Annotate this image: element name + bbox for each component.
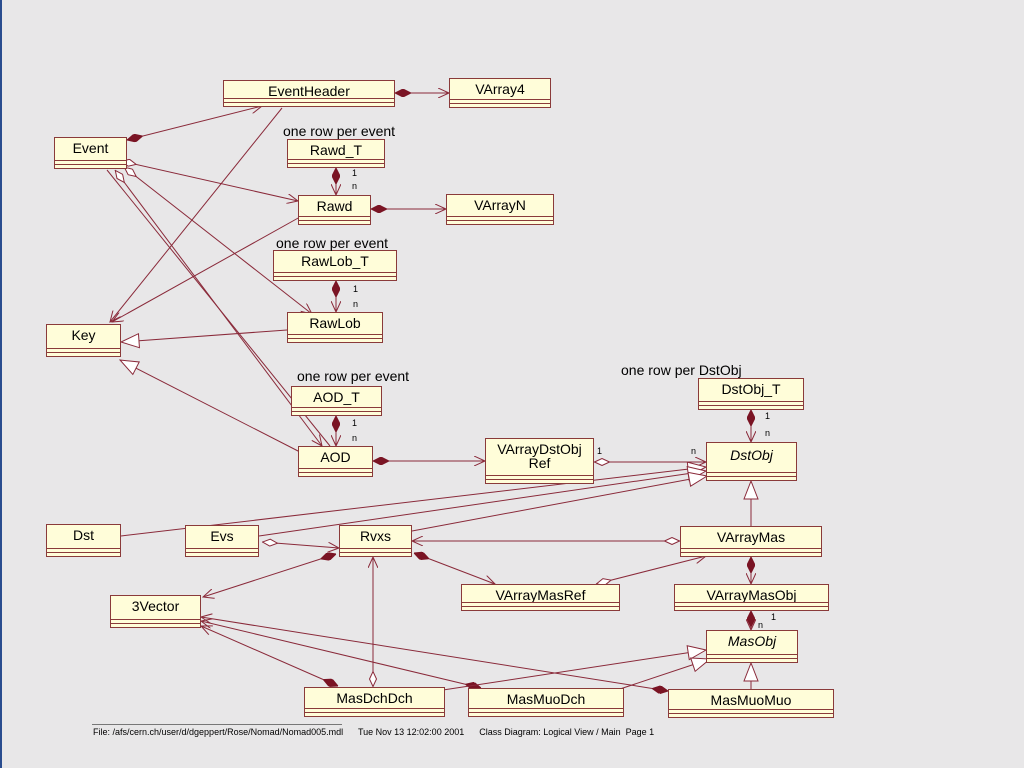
multiplicity-masobj-many: n	[758, 620, 764, 630]
multiplicity-rawlob-many: n	[353, 299, 359, 309]
class-rawd-t[interactable]: Rawd_T	[287, 139, 385, 168]
class-name: Rvxs	[359, 528, 392, 544]
class-name: Dst	[73, 527, 94, 543]
class-name: Event	[72, 140, 109, 156]
multiplicity-varraydstobjref-one: 1	[597, 446, 603, 456]
class-masdchdch[interactable]: MasDchDch	[304, 687, 445, 717]
class-name: MasDchDch	[336, 690, 413, 706]
link-dst-dstobj	[120, 467, 706, 537]
class-name: Rawd	[316, 198, 353, 214]
class-name: MasMuoDch	[506, 691, 586, 707]
link-masmuodch-masobj	[619, 659, 710, 690]
footer-file: File: /afs/cern.ch/user/d/dgeppert/Rose/…	[93, 727, 344, 737]
link-masmuomuo-3vector	[201, 617, 668, 691]
class-varraymas[interactable]: VArrayMas	[680, 526, 822, 557]
link-event-eventheader	[127, 106, 262, 140]
link-eventheader-key	[110, 107, 283, 322]
class-name: VArrayMasObj	[706, 587, 797, 603]
note-aod: one row per event	[297, 368, 410, 384]
class-varraydstobjref[interactable]: VArrayDstObjRef	[485, 438, 594, 484]
class-name: MasObj	[727, 633, 777, 649]
class-name: VArrayMasRef	[495, 587, 586, 603]
class-name: AOD	[320, 449, 351, 465]
class-name: EventHeader	[268, 83, 350, 99]
footer-date: Tue Nov 13 12:02:00 2001	[357, 727, 465, 737]
multiplicity-rawd-one: 1	[352, 168, 358, 178]
class-varrayn[interactable]: VArrayN	[446, 194, 554, 225]
multiplicity-aod-many: n	[352, 433, 358, 443]
class-masmuodch[interactable]: MasMuoDch	[468, 688, 624, 717]
class-name: MasMuoMuo	[710, 692, 792, 708]
class-dst[interactable]: Dst	[46, 524, 121, 557]
footer-rule	[92, 724, 342, 725]
class-event[interactable]: Event	[54, 137, 127, 169]
class-name: Evs	[210, 528, 234, 544]
note-rawd: one row per event	[283, 123, 396, 139]
class-name: VArrayDstObjRef	[497, 441, 582, 471]
class-name: VArray4	[475, 81, 525, 97]
link-masdchdch-masobj	[442, 650, 706, 691]
class-aod-t[interactable]: AOD_T	[291, 386, 382, 416]
link-rawd-key	[112, 216, 301, 322]
multiplicity-aod-one: 1	[352, 418, 358, 428]
link-evs-rvxs	[262, 542, 339, 548]
multiplicity-dstobjt-one: 1	[765, 411, 771, 421]
note-rawlob: one row per event	[276, 235, 389, 251]
class-aod[interactable]: AOD	[298, 446, 373, 477]
class-3vector[interactable]: 3Vector	[110, 595, 201, 628]
multiplicity-dstobjt-many: n	[765, 428, 771, 438]
link-evs-dstobj	[258, 471, 706, 537]
class-masobj[interactable]: MasObj	[706, 630, 798, 663]
class-varraymasref[interactable]: VArrayMasRef	[461, 584, 620, 611]
link-event-rawd	[121, 161, 298, 201]
class-name: VArrayMas	[716, 529, 786, 545]
class-rawd[interactable]: Rawd	[298, 195, 371, 225]
class-varray4[interactable]: VArray4	[449, 78, 551, 108]
class-dstobj[interactable]: DstObj	[706, 442, 797, 481]
note-dstobj: one row per DstObj	[621, 362, 742, 378]
class-eventheader[interactable]: EventHeader	[223, 80, 395, 107]
link-rvxs-varraymasref	[414, 553, 495, 584]
class-key[interactable]: Key	[46, 324, 121, 357]
window-edge	[0, 0, 2, 768]
class-name: RawLob	[309, 315, 361, 331]
class-dstobj-t[interactable]: DstObj_T	[698, 378, 804, 410]
multiplicity-rawlob-one: 1	[353, 284, 359, 294]
footer-page: Page 1	[625, 727, 655, 737]
link-varraymasref-varraymas	[596, 556, 706, 584]
class-name: 3Vector	[131, 598, 180, 614]
class-name: AOD_T	[313, 389, 360, 405]
class-varraymasobj[interactable]: VArrayMasObj	[674, 584, 829, 611]
multiplicity-dstobj-many: n	[691, 446, 697, 456]
class-name: RawLob_T	[301, 253, 369, 269]
class-name: Key	[71, 327, 96, 343]
multiplicity-rawd-many: n	[352, 181, 358, 191]
footer-view: Class Diagram: Logical View / Main	[479, 727, 621, 737]
class-name: DstObj	[730, 447, 773, 463]
class-rawlob-t[interactable]: RawLob_T	[273, 250, 397, 281]
multiplicity-masobj-one: 1	[771, 612, 777, 622]
link-rawlob-key	[121, 329, 288, 342]
link-aod-key	[120, 360, 301, 453]
class-rawlob[interactable]: RawLob	[287, 312, 383, 343]
class-rvxs[interactable]: Rvxs	[339, 525, 412, 557]
class-evs[interactable]: Evs	[185, 525, 259, 557]
footer: File: /afs/cern.ch/user/d/dgeppert/Rose/…	[93, 727, 654, 737]
class-masmuomuo[interactable]: MasMuoMuo	[668, 689, 834, 718]
class-name: DstObj_T	[721, 381, 781, 397]
link-rvxs-3vector	[203, 554, 336, 597]
class-name: Rawd_T	[309, 142, 363, 158]
link-rvxs-dstobj	[411, 476, 707, 532]
class-name: VArrayN	[474, 197, 526, 213]
